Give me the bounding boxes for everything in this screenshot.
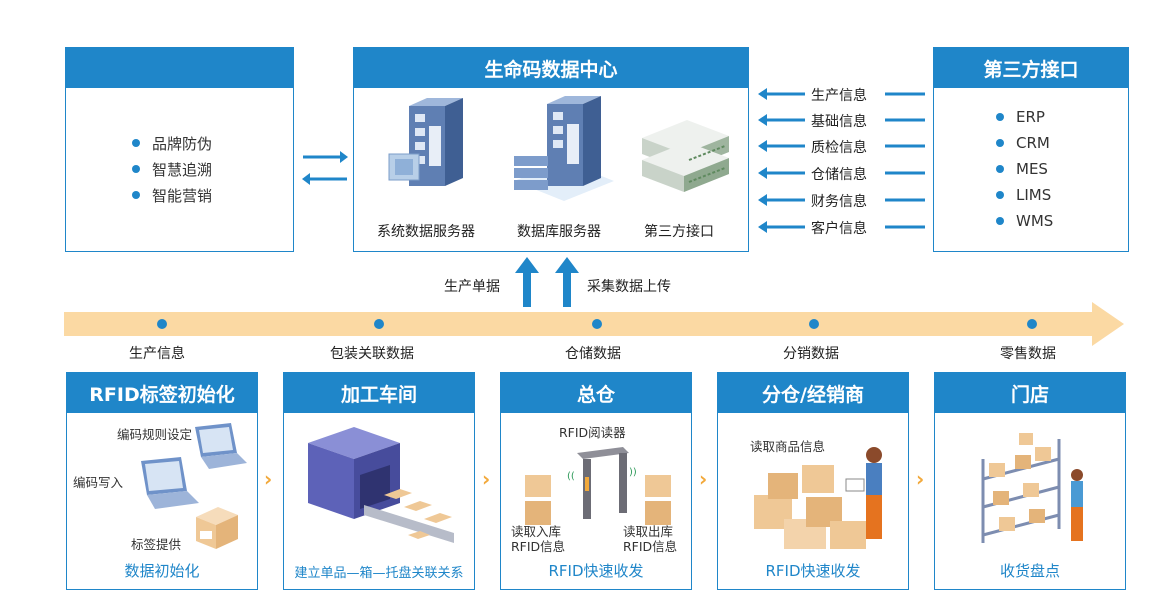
stage-label: 读取入库: [511, 524, 562, 539]
stage-title: RFID标签初始化: [67, 373, 257, 413]
data-flow-band: [64, 302, 1124, 346]
database-server-icon: [514, 96, 614, 201]
shelf-worker-icon: [981, 433, 1083, 543]
stage-rfid-init: RFID标签初始化 编码规则设定 编码写入 标签提供 数据初始化: [66, 372, 258, 590]
rfid-gate-icon: (( )): [567, 447, 637, 519]
list-item: 品牌防伪: [132, 130, 212, 156]
bullet-icon: [132, 191, 140, 199]
stage-store: 门店 收货盘点: [934, 372, 1126, 590]
list-item-label: 智能营销: [152, 186, 213, 205]
list-item: LIMS: [996, 182, 1053, 208]
upload-arrows-icon: [515, 257, 579, 307]
list-item-label: 智慧追溯: [152, 160, 213, 179]
bullet-icon: [132, 139, 140, 147]
tag-box-icon: [196, 507, 238, 549]
chevron-right-icon: ›: [699, 467, 708, 491]
stage-caption: 建立单品—箱—托盘关联关系: [294, 566, 464, 581]
timeline-label: 零售数据: [1000, 346, 1056, 362]
stage-caption: 收货盘点: [999, 562, 1060, 580]
upload-label-left: 生产单据: [444, 279, 500, 295]
info-flows: 生产信息 基础信息 质检信息 仓储信息 财务信息 客户信息: [755, 80, 927, 240]
list-item-label: LIMS: [1016, 186, 1052, 204]
bullet-icon: [996, 113, 1004, 121]
svg-text:((: ((: [567, 471, 575, 482]
stage-title: 分仓/经销商: [718, 373, 908, 413]
left-panel-list: 品牌防伪 智慧追溯 智能营销: [132, 130, 212, 208]
timeline-label: 分销数据: [783, 346, 839, 362]
list-item: CRM: [996, 130, 1053, 156]
left-panel-header: [66, 48, 293, 88]
bullet-icon: [996, 217, 1004, 225]
timeline-label: 包装关联数据: [330, 346, 414, 362]
stage-label: RFID阅读器: [559, 425, 626, 440]
stage-central-warehouse: 总仓 RFID阅读器 (( )) 读取入库 RFID信息 读取出库 RFID信息…: [500, 372, 692, 590]
bullet-icon: [132, 165, 140, 173]
stage-title: 加工车间: [284, 373, 474, 413]
flow-label: 财务信息: [811, 194, 867, 210]
bidirectional-arrows-icon: [302, 151, 348, 185]
upload-label-right: 采集数据上传: [587, 279, 671, 295]
list-item: WMS: [996, 208, 1053, 234]
list-item-label: 品牌防伪: [152, 134, 213, 153]
third-party-title: 第三方接口: [934, 48, 1128, 88]
flow-label: 客户信息: [811, 221, 867, 237]
interface-switch-icon: [642, 120, 729, 192]
data-center-panel: 生命码数据中心 系统数据服务器 数据库服务器 第三方接口: [353, 47, 749, 252]
chevron-right-icon: ›: [264, 467, 273, 491]
server-label: 第三方接口: [644, 224, 714, 240]
stage-caption: RFID快速收发: [765, 562, 861, 580]
list-item-label: MES: [1016, 160, 1048, 178]
stage-label: 编码规则设定: [117, 427, 193, 442]
flow-label: 生产信息: [811, 88, 867, 104]
server-label: 系统数据服务器: [377, 224, 475, 240]
stage-label: RFID信息: [511, 539, 566, 554]
list-item-label: ERP: [1016, 108, 1045, 126]
svg-text:)): )): [629, 467, 637, 478]
left-panel: 品牌防伪 智慧追溯 智能营销: [65, 47, 294, 252]
stage-label: 读取商品信息: [750, 439, 826, 454]
list-item-label: CRM: [1016, 134, 1050, 152]
server-label: 数据库服务器: [517, 224, 601, 240]
stage-caption: 数据初始化: [124, 562, 200, 580]
stage-caption: RFID快速收发: [548, 562, 644, 580]
boxes-worker-icon: [754, 447, 882, 549]
flow-arrows: [758, 88, 925, 233]
laptop-icon: [195, 423, 247, 469]
timeline-label: 仓储数据: [565, 346, 621, 362]
chevron-right-icon: ›: [916, 467, 925, 491]
list-item-label: WMS: [1016, 212, 1054, 230]
data-center-title: 生命码数据中心: [354, 48, 748, 88]
flow-label: 质检信息: [811, 140, 867, 156]
bullet-icon: [996, 191, 1004, 199]
conveyor-machine-icon: [308, 427, 454, 543]
flow-label: 基础信息: [811, 114, 867, 130]
chevron-right-icon: ›: [482, 467, 491, 491]
stage-label: 标签提供: [131, 537, 182, 552]
bullet-icon: [996, 139, 1004, 147]
list-item: 智慧追溯: [132, 156, 212, 182]
box-stack-icon: [525, 475, 551, 525]
stage-title: 总仓: [501, 373, 691, 413]
list-item: MES: [996, 156, 1053, 182]
stage-workshop: 加工车间 建立单品—箱—托盘关联关系: [283, 372, 475, 590]
list-item: 智能营销: [132, 182, 212, 208]
timeline-label: 生产信息: [129, 346, 185, 362]
stage-label: RFID信息: [623, 539, 678, 554]
third-party-panel: 第三方接口 ERP CRM MES LIMS WMS: [933, 47, 1129, 252]
laptop-icon: [141, 457, 199, 509]
bullet-icon: [996, 165, 1004, 173]
stage-title: 门店: [935, 373, 1125, 413]
third-party-list: ERP CRM MES LIMS WMS: [996, 104, 1053, 234]
system-server-icon: [388, 98, 463, 186]
list-item: ERP: [996, 104, 1053, 130]
flow-label: 仓储信息: [811, 167, 867, 183]
stage-distributor: 分仓/经销商 读取商品信息 RFID快速收发: [717, 372, 909, 590]
stage-label: 编码写入: [73, 475, 124, 490]
stage-label: 读取出库: [623, 524, 674, 539]
box-stack-icon: [645, 475, 671, 525]
